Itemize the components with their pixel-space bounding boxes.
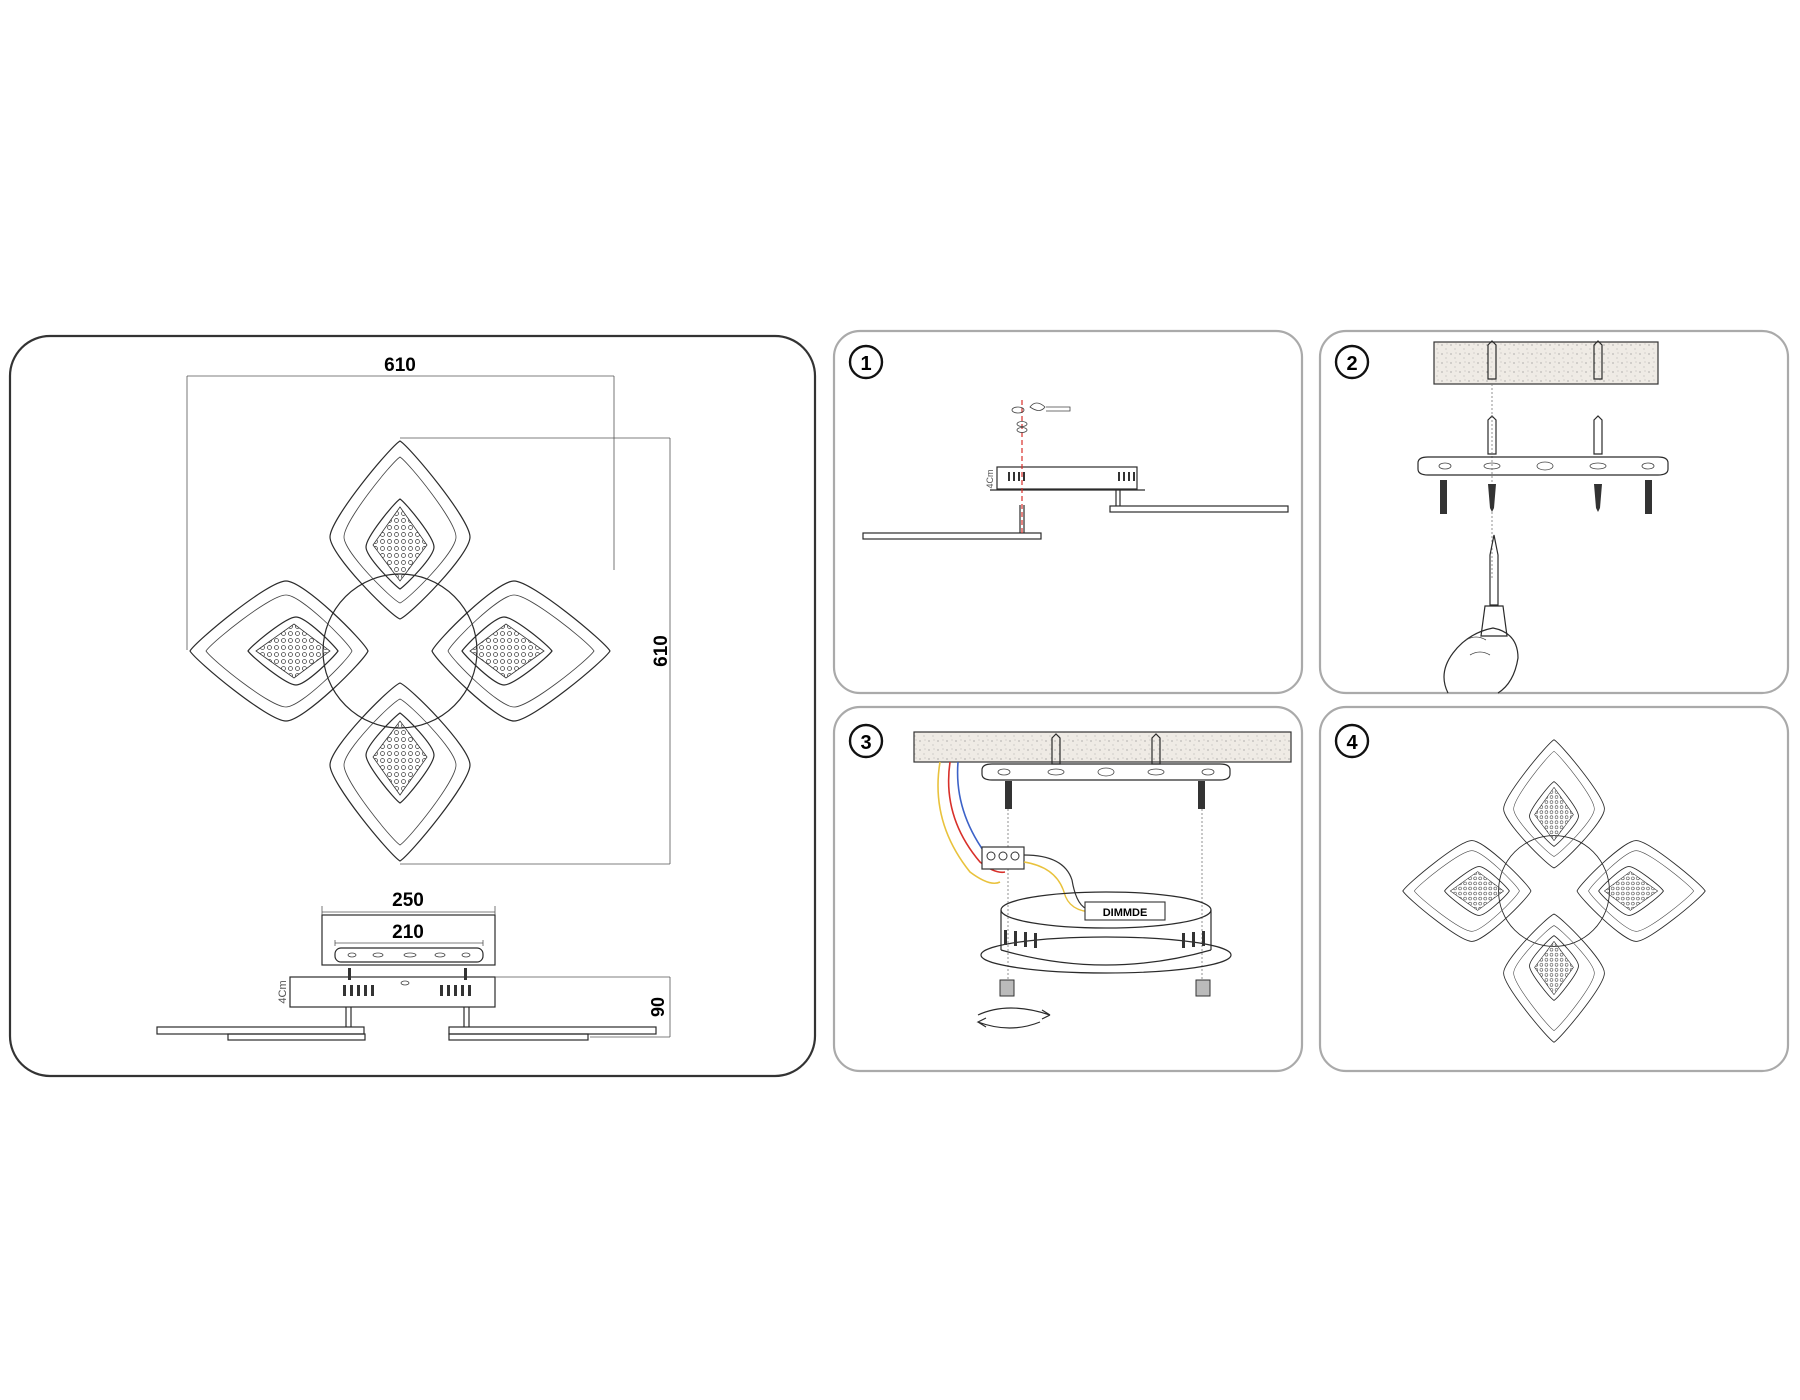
- step-1-frame: [832, 329, 1304, 695]
- step-3-frame: [832, 705, 1304, 1073]
- wire-red: [947, 761, 1006, 874]
- wall-anchor-icon: [1487, 340, 1603, 455]
- step-1-badge: [848, 344, 884, 380]
- step-2-badge: [1334, 344, 1370, 380]
- step-3-panel: 3: [832, 705, 1304, 1073]
- wire-yellow: [937, 761, 1001, 885]
- step-2-frame: [1318, 329, 1790, 695]
- top-view-dimensions: [186, 375, 671, 865]
- step-4-badge: [1334, 723, 1370, 759]
- side-profile: [156, 906, 671, 1041]
- base-outer-dimension: 250: [392, 890, 424, 911]
- hand-icon: [1443, 534, 1519, 694]
- step-2-panel: 2: [1318, 329, 1790, 695]
- screw-icon: [1440, 480, 1652, 514]
- top-view-fixture: [189, 440, 611, 862]
- base-inner-dimension: 210: [392, 922, 424, 943]
- step-4-number: 4: [1346, 732, 1358, 754]
- rotate-arrow-icon: [976, 979, 1211, 1029]
- width-dimension: 610: [384, 355, 416, 376]
- step-1-panel: 1 4Cm: [832, 329, 1304, 695]
- terminal-block-icon: [981, 846, 1025, 870]
- step-3-badge: [848, 723, 884, 759]
- dimension-drawing-panel: 610 610: [8, 334, 817, 1078]
- screwdriver-icon: [1011, 402, 1071, 414]
- step-4-frame: [1318, 705, 1790, 1073]
- ceiling-block: [1433, 341, 1659, 385]
- step-4-panel: 4: [1318, 705, 1790, 1073]
- step-4-fixture: [1402, 739, 1706, 1043]
- step-1-drawing: 4Cm: [862, 400, 1289, 540]
- height-dimension: 610: [651, 635, 672, 667]
- step-2-drawing: [1417, 340, 1669, 694]
- ceiling-slab: [913, 731, 1292, 763]
- driver-label: DIMMDE: [1103, 907, 1148, 919]
- step-2-number: 2: [1346, 353, 1357, 375]
- driver-box: [1084, 901, 1166, 921]
- spacer-label: 4Cm: [277, 980, 289, 1003]
- step-3-number: 3: [860, 732, 871, 754]
- step-1-spacer-label: 4Cm: [985, 469, 995, 488]
- step-3-drawing: DIMMDE: [913, 731, 1292, 1029]
- mounting-bracket: [1417, 456, 1669, 476]
- profile-height-dimension: 90: [648, 997, 668, 1017]
- step-1-number: 1: [860, 353, 871, 375]
